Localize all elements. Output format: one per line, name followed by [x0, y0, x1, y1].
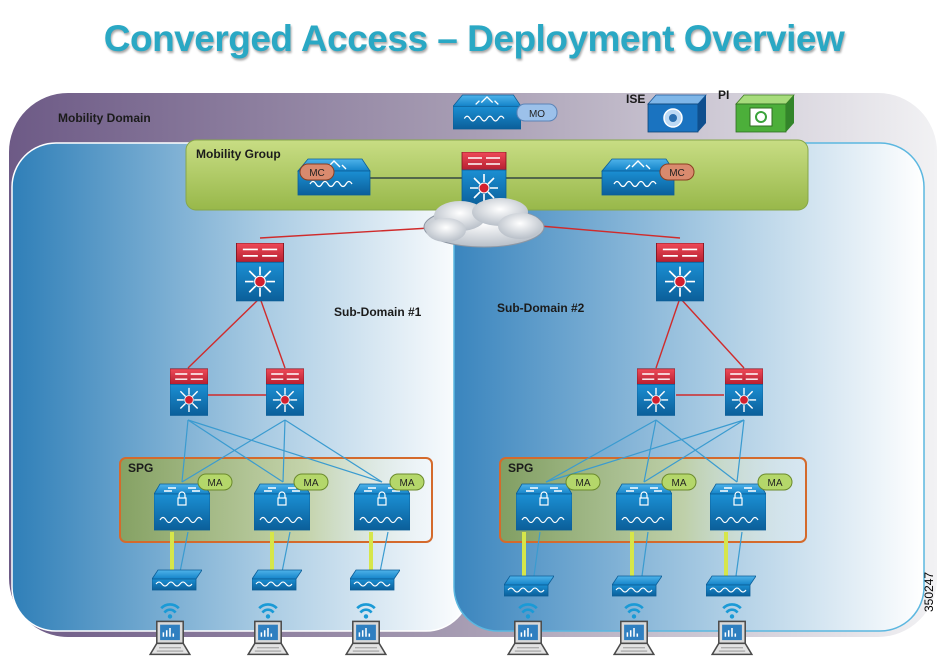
ise-appliance-icon [647, 94, 707, 133]
pi-label: PI [718, 88, 729, 102]
access-point-icon[interactable] [504, 575, 554, 597]
distribution-switch-icon[interactable] [656, 243, 704, 302]
ma-badge [661, 473, 697, 491]
distribution-switch-icon[interactable] [725, 368, 763, 417]
mc-badge-label: MC [669, 168, 685, 179]
ma-badge-label: MA [304, 478, 319, 489]
sub-domain-1-label: Sub-Domain #1 [334, 305, 422, 319]
access-switch-5[interactable]: MA [616, 473, 697, 531]
network-cloud-icon [423, 198, 545, 248]
mobility-group-label: Mobility Group [196, 147, 281, 161]
access-switch-icon [254, 483, 310, 531]
distribution-switch-icon[interactable] [236, 243, 284, 302]
figure-id: 350247 [922, 571, 936, 612]
ma-badge [565, 473, 601, 491]
ma-badge-label: MA [672, 478, 687, 489]
mobility-domain-label: Mobility Domain [58, 111, 151, 125]
access-point-icon[interactable] [350, 569, 400, 591]
mobility-controller-right[interactable]: MC [601, 158, 695, 196]
mo-badge-label: MO [529, 109, 545, 120]
mc-badge-label: MC [309, 168, 325, 179]
ise-server[interactable]: ISE [626, 92, 707, 133]
mobility-controller-left[interactable]: MC [297, 158, 371, 196]
distribution-switch-icon[interactable] [266, 368, 304, 417]
access-switch-icon [516, 483, 572, 531]
access-switch-icon [354, 483, 410, 531]
page-title: Converged Access – Deployment Overview [103, 18, 845, 59]
prime-infrastructure-icon [735, 94, 795, 133]
access-point-icon[interactable] [252, 569, 302, 591]
distribution-switch-icon[interactable] [170, 368, 208, 417]
mobility-oracle-controller[interactable]: MO [453, 94, 558, 130]
sub-domain-1-region [11, 142, 471, 632]
access-switch-icon [710, 483, 766, 531]
ma-badge [757, 473, 793, 491]
access-point-icon[interactable] [152, 569, 202, 591]
spg-label-1: SPG [128, 461, 153, 475]
ma-badge [293, 473, 329, 491]
access-switch-1[interactable]: MA [154, 473, 233, 531]
wireless-controller-icon [453, 94, 521, 130]
access-switch-4[interactable]: MA [516, 473, 601, 531]
distribution-switch-icon[interactable] [637, 368, 675, 417]
core-switch-icon[interactable] [461, 152, 507, 207]
access-switch-icon [154, 483, 210, 531]
access-switch-icon [616, 483, 672, 531]
ise-label: ISE [626, 92, 645, 106]
ma-badge-label: MA [400, 478, 415, 489]
prime-infrastructure-server[interactable]: PI [718, 88, 795, 133]
mc-badge [299, 163, 335, 181]
access-point-icon[interactable] [612, 575, 662, 597]
mc-badge [659, 163, 695, 181]
ma-badge [197, 473, 233, 491]
access-point-icon[interactable] [706, 575, 756, 597]
ma-badge [389, 473, 425, 491]
spg-label-2: SPG [508, 461, 533, 475]
mo-badge [516, 103, 558, 122]
links [170, 177, 745, 577]
ma-badge-label: MA [768, 478, 783, 489]
sub-domain-2-label: Sub-Domain #2 [497, 301, 585, 315]
access-switch-3[interactable]: MA [354, 473, 425, 531]
access-switch-6[interactable]: MA [710, 473, 793, 531]
ma-badge-label: MA [576, 478, 591, 489]
access-switch-2[interactable]: MA [254, 473, 329, 531]
ma-badge-label: MA [208, 478, 223, 489]
